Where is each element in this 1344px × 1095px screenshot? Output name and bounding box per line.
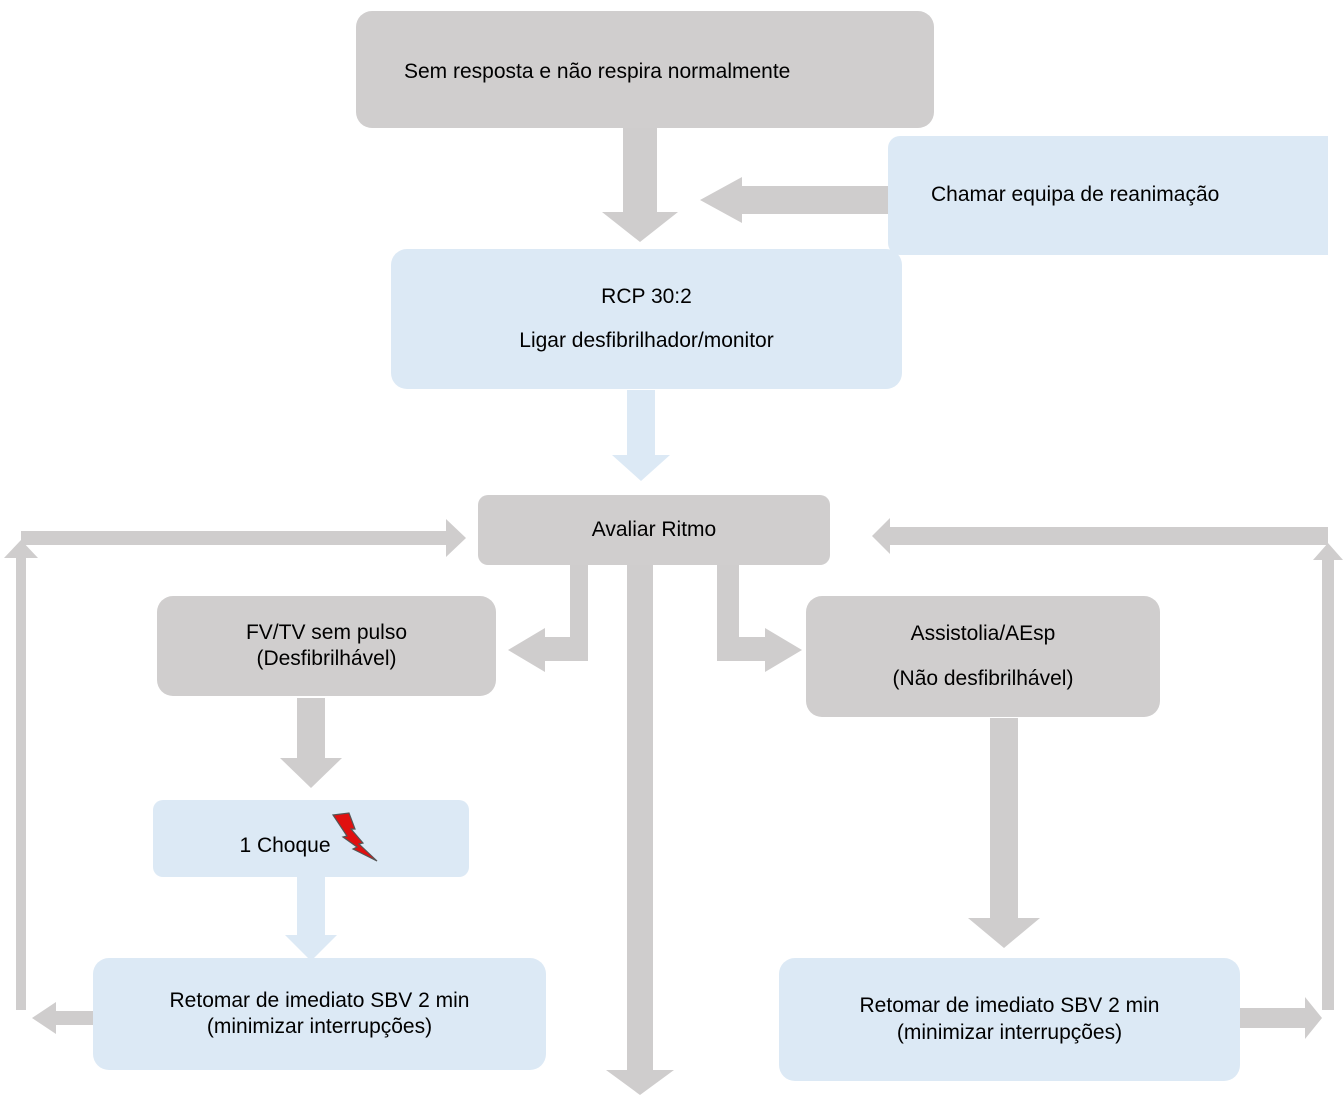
nonshockable-line2: (Não desfibrilhável) — [892, 666, 1074, 690]
assess-box: Avaliar Ritmo — [478, 495, 830, 565]
start-box: Sem resposta e não respira normalmente — [356, 11, 934, 128]
call-team-text: Chamar equipa de reanimação — [931, 183, 1220, 207]
shockable-box: FV/TV sem pulso (Desfibrilhável) — [157, 596, 496, 696]
arrow-start-to-cpr — [602, 128, 678, 242]
arrow-shockable-to-shock — [280, 698, 342, 788]
arrow-right-loop-up — [1313, 543, 1343, 1010]
arrow-right-loop-top — [872, 518, 1328, 554]
shock-text: 1 Choque — [239, 834, 331, 858]
cpr-line2: Ligar desfibrilhador/monitor — [519, 329, 774, 352]
arrow-left-loop-out — [32, 1002, 95, 1034]
resume-right-box: Retomar de imediato SBV 2 min (minimizar… — [779, 958, 1240, 1081]
arrow-call-team — [700, 177, 890, 223]
shockable-line2: (Desfibrilhável) — [256, 647, 397, 670]
resume-left-line1: Retomar de imediato SBV 2 min — [169, 988, 470, 1012]
lightning-bolt-icon — [331, 811, 377, 862]
resume-right-line1: Retomar de imediato SBV 2 min — [859, 994, 1160, 1018]
arrow-nonshockable-to-resume — [968, 718, 1040, 948]
nonshockable-box: Assistolia/AEsp (Não desfibrilhável) — [806, 596, 1160, 717]
resume-left-box: Retomar de imediato SBV 2 min (minimizar… — [93, 958, 546, 1070]
resume-right-line2: (minimizar interrupções) — [896, 1020, 1123, 1044]
arrow-assess-to-shockable — [508, 565, 588, 672]
cpr-line1: RCP 30:2 — [601, 284, 692, 308]
arrow-shock-to-resume — [285, 877, 337, 961]
resume-left-line2: (minimizar interrupções) — [206, 1015, 433, 1038]
arrow-right-loop-out — [1240, 997, 1322, 1039]
arrow-left-loop-top — [21, 519, 466, 557]
arrow-assess-to-nonshockable — [717, 565, 802, 672]
assess-text: Avaliar Ritmo — [591, 517, 717, 541]
shock-box: 1 Choque — [153, 800, 469, 877]
arrow-assess-down — [606, 565, 674, 1095]
arrow-left-loop-up — [4, 540, 38, 1010]
call-team-box: Chamar equipa de reanimação — [888, 136, 1328, 255]
shockable-line1: FV/TV sem pulso — [245, 620, 408, 644]
arrow-cpr-to-assess — [612, 390, 670, 481]
cpr-box: RCP 30:2 Ligar desfibrilhador/monitor — [391, 249, 902, 389]
start-text: Sem resposta e não respira normalmente — [404, 60, 791, 83]
nonshockable-line1: Assistolia/AEsp — [910, 622, 1056, 646]
